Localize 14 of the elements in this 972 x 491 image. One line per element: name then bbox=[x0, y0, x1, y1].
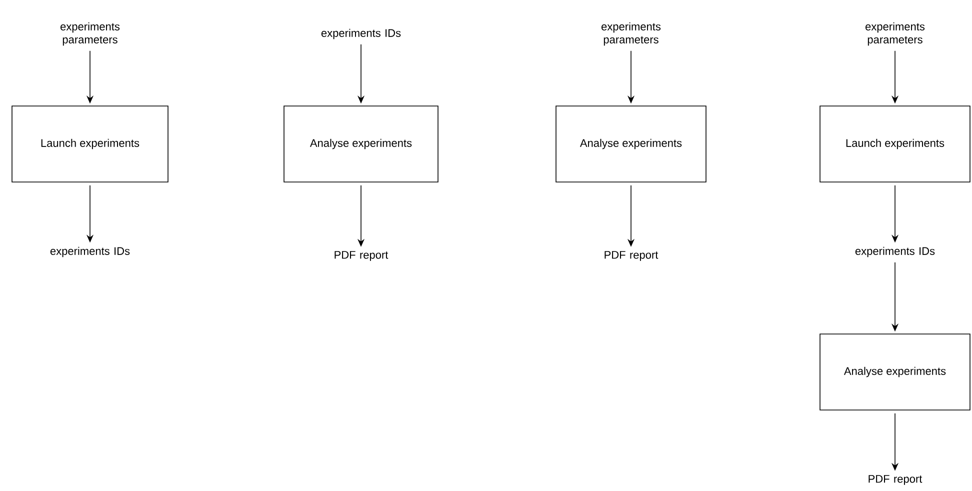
process-box: Analyse experiments bbox=[556, 106, 706, 182]
data-label: experiments IDs bbox=[321, 28, 401, 40]
process-box: Launch experiments bbox=[12, 106, 168, 182]
process-box: Analyse experiments bbox=[820, 334, 970, 410]
data-label: experiments IDs bbox=[50, 246, 130, 258]
data-label: experiments parameters bbox=[866, 22, 925, 46]
data-label: PDF report bbox=[868, 475, 922, 485]
data-label: PDF report bbox=[604, 251, 658, 261]
data-label: PDF report bbox=[334, 251, 388, 261]
data-label: experiments parameters bbox=[602, 22, 661, 46]
data-label: experiments parameters bbox=[60, 22, 120, 46]
process-box: Launch experiments bbox=[820, 106, 970, 182]
process-box: Analyse experiments bbox=[284, 106, 438, 182]
data-label: experiments IDs bbox=[855, 246, 935, 258]
